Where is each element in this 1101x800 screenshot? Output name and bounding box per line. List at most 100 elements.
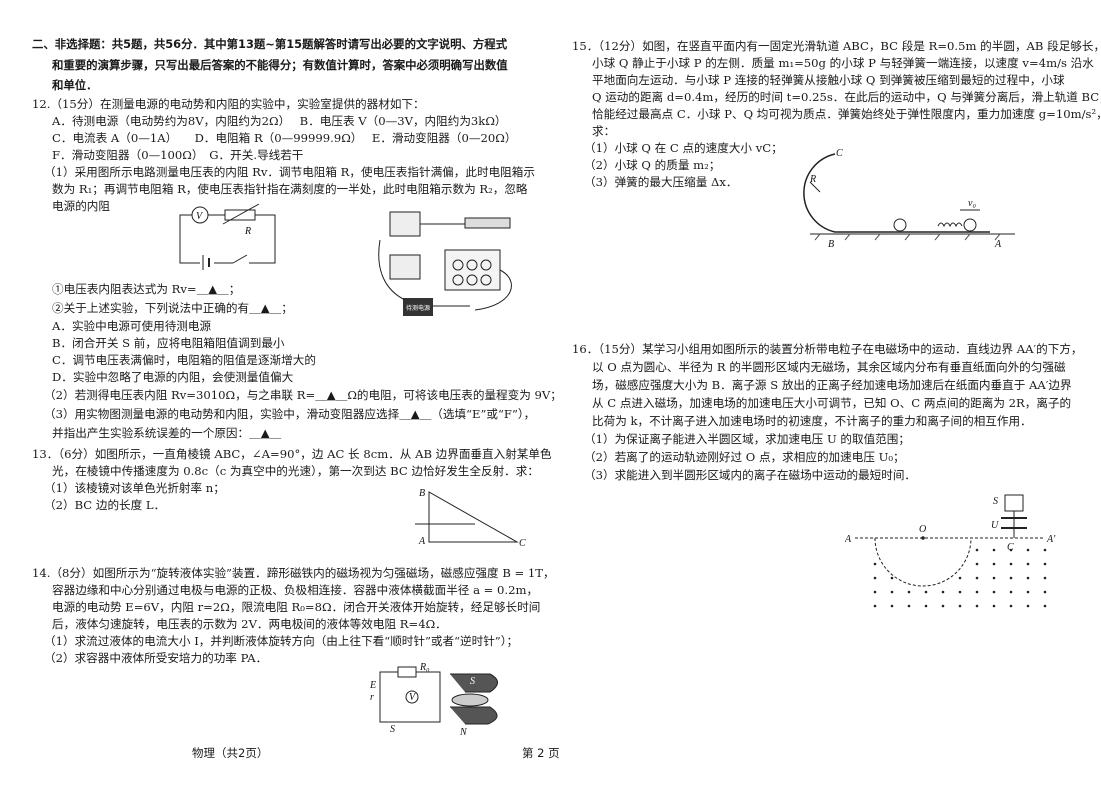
q16-line: 比荷为 k，不计离子进入加速电场时的初速度，不计离子的重力和离子间的相互作用． [592, 414, 1032, 428]
q12-sub1: ①电压表内阻表达式为 Rv=＿▲＿； [52, 282, 241, 296]
q12-apparatus-diagram: 待测电源 [378, 211, 512, 316]
q12-part1: （1）采用图所示电路测量电压表的内阻 Rv．调节电阻箱 R，使电压表指针满偏，此… [44, 165, 535, 179]
q12-option: A．待测电源（电动势约为8V，内阻约为2Ω） B．电压表 V（0—3V，内阻约为… [52, 114, 507, 128]
q13-prism-diagram: B A C [415, 488, 526, 549]
field-dot [1043, 548, 1047, 552]
magnet-south-label: S [470, 676, 475, 687]
q15-line: （2）小球 Q 的质量 m₂； [584, 158, 721, 172]
q12-continued: ①电压表内阻表达式为 Rv=＿▲＿； ②关于上述实验，下列说法中正确的有＿▲＿；… [32, 280, 562, 443]
field-dot [1026, 548, 1030, 552]
vertex-a-label: A [418, 536, 426, 547]
q12-part1: 电源的内阻 [52, 199, 110, 213]
question-15: 15．（12分）如图，在竖直平面内有一固定光滑轨道 ABC，BC 段是 R=0.… [572, 38, 1101, 191]
q12-circuit-diagram: V R S [179, 203, 276, 270]
field-dot [1009, 548, 1013, 552]
field-dot [873, 562, 877, 566]
q15-line: （1）小球 Q 在 C 点的速度大小 vC； [584, 141, 783, 155]
q14-apparatus-diagram: R₀ Er V S S N [370, 662, 498, 737]
switch-label: S [390, 724, 395, 735]
field-dot [924, 604, 928, 608]
voltage-u-label: U [991, 520, 999, 531]
field-dot [958, 604, 962, 608]
q12-sub2: ②关于上述实验，下列说法中正确的有＿▲＿； [52, 301, 293, 315]
q14-line: 14.（8分）如图所示为“旋转液体实验”装置．蹄形磁铁内的磁场视为匀强磁场，磁感… [32, 566, 555, 580]
footer-left: 物理（共2页） [192, 746, 269, 760]
field-dot [958, 576, 962, 580]
q16-line: 以 O 点为圆心、半径为 R 的半圆形区域内无磁场，其余区域内分布有垂直纸面向外… [592, 360, 1066, 374]
q12-part1: 数为 R₁；再调节电阻箱 R，使电压表指针指在满刻度的一半处，此时电阻箱示数为 … [52, 182, 528, 196]
field-dot [873, 576, 877, 580]
q16-line: （1）为保证离子能进入半圆区域，求加速电压 U 的取值范围； [584, 432, 910, 446]
field-dot [1026, 562, 1030, 566]
section-header-line: 和重要的演算步骤，只写出最后答案的不能得分；有数值计算时，答案中必须明确写出数值 [52, 57, 508, 72]
r0-label: R₀ [419, 662, 430, 673]
field-dot [975, 590, 979, 594]
field-dot [975, 604, 979, 608]
magnet-north-label: N [459, 727, 468, 737]
field-dot [992, 576, 996, 580]
voltmeter-label: V [196, 211, 204, 222]
internal-r-label: r [370, 692, 374, 703]
field-dot [1009, 604, 1013, 608]
battery-label: 待测电源 [406, 304, 430, 312]
q15-line: 平地面向左运动．与小球 P 连接的轻弹簧从接触小球 Q 到弹簧被压缩到最短的过程… [592, 73, 1065, 87]
q14-line: 容器边缘和中心分别通过电极与电源的正极、负极相连接．容器中液体横截面半径 a =… [52, 583, 539, 597]
field-dot [941, 590, 945, 594]
point-c-label: C [836, 148, 843, 159]
field-dot [975, 576, 979, 580]
q15-line: 15．（12分）如图，在竖直平面内有一固定光滑轨道 ABC，BC 段是 R=0.… [572, 39, 1101, 53]
field-dot [873, 590, 877, 594]
field-dot [1043, 604, 1047, 608]
field-dot [975, 548, 979, 552]
field-dot [924, 590, 928, 594]
field-dot [890, 590, 894, 594]
q14-line: （2）求容器中液体所受安培力的功率 PA． [44, 651, 268, 665]
field-dot [1026, 604, 1030, 608]
q16-line: 16．（15分）某学习小组用如图所示的装置分析带电粒子在电磁场中的运动．直线边界… [572, 342, 1083, 356]
q14-line: 后，液体匀速旋转，电压表的示数为 2V．两电极间的液体等效电阻 R=4Ω． [52, 617, 447, 631]
field-dot [992, 604, 996, 608]
section-header-line: 二、非选择题：共5题，共56分．其中第13题~第15题解答时请写出必要的文字说明… [32, 37, 508, 51]
field-dot [907, 590, 911, 594]
q12-part3: （3）用实物图测量电源的电动势和内阻，实验中，滑动变阻器应选择＿▲＿（选填“E”… [44, 407, 536, 421]
point-a-prime-label: A′ [1046, 534, 1056, 545]
field-dot [1043, 576, 1047, 580]
q15-line: （3）弹簧的最大压缩量 Δx． [584, 175, 738, 189]
q12-choice: D．实验中忽略了电源的内阻，会使测量值偏大 [52, 370, 294, 384]
q16-line: 从 C 点进入磁场，加速电场的加速电压大小可调节，已知 O、C 两点间的距离为 … [592, 396, 1072, 410]
q16-line: 场，磁感应强度大小为 B．离子源 S 放出的正离子经加速电场加速后在纸面内垂直于… [592, 378, 1072, 392]
vertex-c-label: C [519, 538, 526, 549]
field-dot [873, 604, 877, 608]
footer-page-number: 第 2 页 [522, 746, 560, 760]
question-16: 16．（15分）某学习小组用如图所示的装置分析带电粒子在电磁场中的运动．直线边界… [572, 340, 1083, 484]
q13-line: （1）该棱镜对该单色光折射率 n； [44, 481, 225, 495]
q15-line: 小球 Q 静止于小球 P 的左侧．质量 m₁=50g 的小球 P 与轻弹簧一端连… [592, 56, 1094, 70]
field-dot [992, 548, 996, 552]
point-a-label: A [845, 534, 852, 545]
q15-line: Q 运动的距离 d=0.4m，经历的时间 t=0.25s．在此后的运动中，Q 与… [592, 90, 1101, 104]
q12-choice: C．调节电压表满偏时，电阻箱的阻值是逐渐增大的 [52, 353, 316, 367]
resistor-label: R [244, 226, 251, 237]
point-c-label: C [1007, 542, 1014, 553]
velocity-label: v₀ [968, 198, 976, 209]
field-dot [941, 604, 945, 608]
q15-line: 恰能经过最高点 C．小球 P、Q 均可视为质点．弹簧始终处于弹性限度内，重力加速… [592, 107, 1101, 121]
field-dot [975, 562, 979, 566]
field-dot [1009, 562, 1013, 566]
q14-line: （1）求流过液体的电流大小 I，并判断液体旋转方向（由上往下看“顺时针”或者“逆… [44, 634, 519, 648]
point-o-label: O [919, 524, 926, 535]
field-dot [992, 590, 996, 594]
field-dot [1043, 562, 1047, 566]
q16-field-diagram: S U A O C A′ [845, 494, 1056, 608]
q12-option: C．电流表 A（0—1A） D．电阻箱 R（0—99999.9Ω） E．滑动变阻… [52, 131, 517, 145]
voltmeter-label: V [409, 692, 417, 703]
field-dot [992, 562, 996, 566]
vertex-b-label: B [419, 488, 425, 499]
q15-line: 求： [592, 124, 616, 138]
q16-line: （2）若离了的运动轨迹刚好过 O 点，求相应的加速电压 U₀； [584, 450, 905, 464]
q15-track-diagram: C R v₀ B A [803, 148, 1015, 250]
emf-label: E [370, 680, 376, 691]
question-14: 14.（8分）如图所示为“旋转液体实验”装置．蹄形磁铁内的磁场视为匀强磁场，磁感… [32, 565, 555, 667]
q13-line: 光，在棱镜中传播速度为 0.8c（c 为真空中的光速），第一次到达 BC 边恰好… [52, 464, 539, 478]
field-dot [1009, 590, 1013, 594]
